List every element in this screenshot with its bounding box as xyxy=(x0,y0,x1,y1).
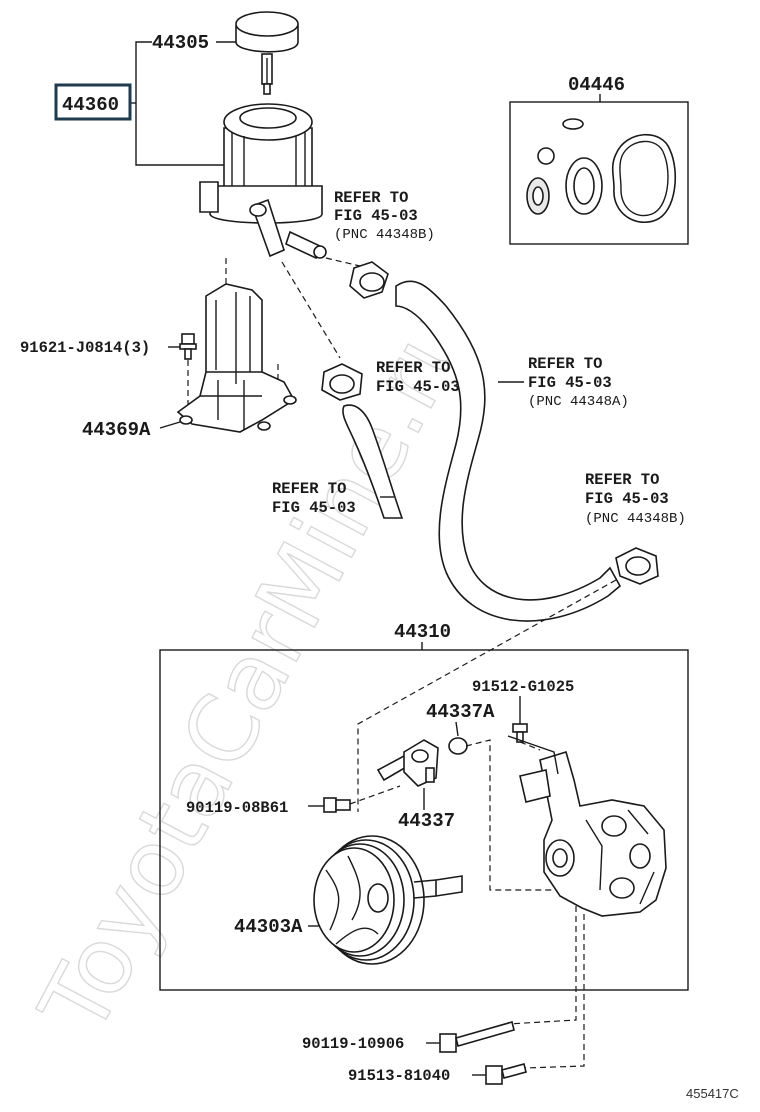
label-44337[interactable]: 44337 xyxy=(398,810,455,832)
svg-text:FIG 45-03: FIG 45-03 xyxy=(334,207,418,225)
svg-text:FIG 45-03: FIG 45-03 xyxy=(272,499,356,517)
union-fitting-44337[interactable] xyxy=(376,739,439,787)
label-44337A[interactable]: 44337A xyxy=(426,701,495,723)
svg-text:(PNC 44348A): (PNC 44348A) xyxy=(528,394,629,410)
bolt-91513-81040[interactable] xyxy=(485,1063,527,1085)
small-oring[interactable] xyxy=(562,118,584,130)
leader-44369A xyxy=(159,421,181,429)
return-hose-short[interactable] xyxy=(342,404,404,519)
label-91513[interactable]: 91513-81040 xyxy=(348,1067,450,1085)
svg-text:FIG 45-03: FIG 45-03 xyxy=(528,374,612,392)
bolt-90119-08B61[interactable] xyxy=(323,785,401,813)
refer-note-2: REFER TO FIG 45-03 xyxy=(376,359,460,396)
leader-bracket xyxy=(135,41,226,166)
dash-to-clamp-1 xyxy=(325,257,361,267)
oring-44337A[interactable] xyxy=(448,737,468,755)
label-44360[interactable]: 44360 xyxy=(62,94,119,116)
power-steering-pump[interactable] xyxy=(507,735,667,917)
refer-note-3: REFER TO FIG 45-03 (PNC 44348A) xyxy=(528,355,629,410)
svg-text:FIG 45-03: FIG 45-03 xyxy=(376,378,460,396)
refer-note-5: REFER TO FIG 45-03 (PNC 44348B) xyxy=(585,471,686,527)
bracket-44369A[interactable] xyxy=(176,256,297,433)
svg-text:(PNC 44348B): (PNC 44348B) xyxy=(334,227,435,243)
pulley-44303A[interactable] xyxy=(313,835,463,965)
pump-assembly-frame xyxy=(159,649,689,991)
reservoir-body[interactable] xyxy=(199,103,327,260)
label-44303A[interactable]: 44303A xyxy=(234,916,303,938)
dash-to-clamp-2 xyxy=(281,261,341,359)
label-91512[interactable]: 91512-G1025 xyxy=(472,678,574,696)
reservoir-assembly[interactable] xyxy=(130,11,327,260)
gasket-kit-frame xyxy=(509,101,689,245)
svg-text:REFER TO: REFER TO xyxy=(585,471,659,489)
hose-clamp-2[interactable] xyxy=(321,363,363,401)
refer-note-4: REFER TO FIG 45-03 xyxy=(272,480,356,517)
label-04446[interactable]: 04446 xyxy=(568,74,625,96)
label-44369A[interactable]: 44369A xyxy=(82,419,151,441)
reservoir-cap-44305[interactable] xyxy=(235,11,299,95)
svg-text:REFER TO: REFER TO xyxy=(376,359,450,377)
label-44360-highlight[interactable]: 44360 xyxy=(54,83,132,121)
dash-bolt-90119-10906 xyxy=(507,906,577,1025)
label-90119-10906[interactable]: 90119-10906 xyxy=(302,1035,404,1053)
oring-small-round[interactable] xyxy=(537,147,555,165)
supply-hose[interactable] xyxy=(395,280,622,622)
svg-text:REFER TO: REFER TO xyxy=(272,480,346,498)
gasket-kit-04446[interactable] xyxy=(509,101,689,245)
highlight-box xyxy=(54,83,132,121)
bolt-91512[interactable] xyxy=(512,723,541,751)
label-44305[interactable]: 44305 xyxy=(152,32,209,54)
hose-clamp-1[interactable] xyxy=(349,261,389,299)
bolt-90119-10906[interactable] xyxy=(439,1021,515,1053)
svg-text:REFER TO: REFER TO xyxy=(528,355,602,373)
dash-fitting-to-pump xyxy=(465,739,564,891)
label-91621[interactable]: 91621-J0814(3) xyxy=(20,339,150,357)
svg-text:FIG 45-03: FIG 45-03 xyxy=(585,490,669,508)
leader-44337A xyxy=(455,721,459,737)
svg-text:REFER TO: REFER TO xyxy=(334,189,408,207)
svg-text:(PNC 44348B): (PNC 44348B) xyxy=(585,511,686,527)
refer-note-1: REFER TO FIG 45-03 (PNC 44348B) xyxy=(334,189,435,243)
diagram-id: 455417C xyxy=(686,1086,739,1101)
pump-gasket[interactable] xyxy=(611,133,676,223)
label-90119-08B61[interactable]: 90119-08B61 xyxy=(186,799,288,817)
dash-hose-to-pump xyxy=(357,579,617,812)
dash-bolt-91513 xyxy=(523,914,585,1069)
hose-clamp-3[interactable] xyxy=(615,547,659,585)
label-44310[interactable]: 44310 xyxy=(394,621,451,643)
